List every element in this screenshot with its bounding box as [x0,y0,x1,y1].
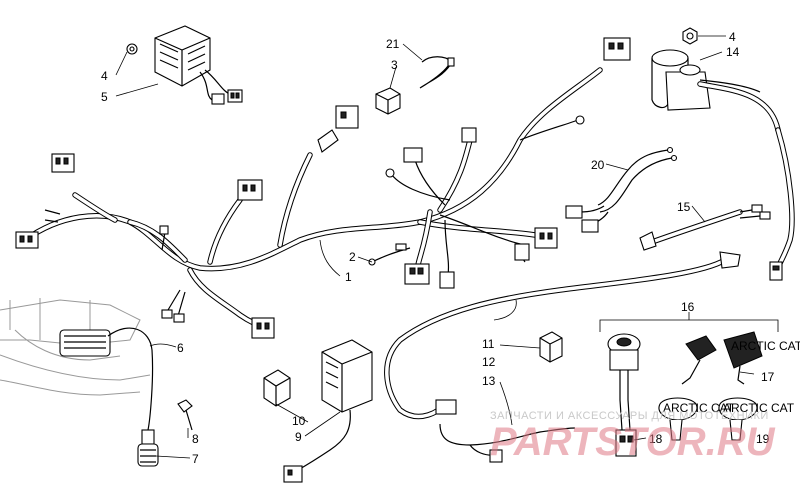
nut-part-4-left [126,43,138,55]
long-wire-harness [384,251,741,420]
callout-14: 14 [726,45,740,59]
watermark-brand: PARTSTOR.RU [490,420,776,464]
callout-15: 15 [677,200,691,214]
callout-4-left: 4 [101,69,108,83]
key-part-18-tag [658,397,698,441]
wire-harness-part-15 [639,204,771,251]
leader-lines [115,35,755,459]
engine-area-sketch [0,298,151,396]
bolt-part-8 [177,399,193,431]
ground-wire-part-2 [368,243,411,266]
bracket-part-16 [599,319,779,332]
callout-18: 18 [649,432,663,446]
callout-5: 5 [101,90,108,104]
key-part-17 [681,331,763,385]
callout-17: 17 [761,370,775,384]
wire-harness-part-20 [565,146,678,233]
callout-7: 7 [192,452,199,466]
voltage-regulator-part-5 [154,25,243,105]
callout-9: 9 [295,430,302,444]
wire-harness-part-13 [439,423,576,463]
callout-11: 11 [482,337,495,351]
sensor-part-6 [107,327,159,467]
callout-19: 19 [756,432,770,446]
cdi-module-part-9 [283,339,373,483]
callout-13: 13 [482,374,496,388]
callout-6: 6 [177,341,184,355]
callout-1: 1 [345,270,352,284]
main-wiring-harness-part-1 [15,37,631,339]
callout-2: 2 [349,250,356,264]
callout-20: 20 [591,158,605,172]
callout-21: 21 [386,37,400,51]
ignition-switch-part-18 [607,333,641,457]
callout-16: 16 [681,300,695,314]
callout-4-right: 4 [729,30,736,44]
relay-part-10 [263,369,291,407]
callout-12: 12 [482,355,496,369]
relay-part-3 [375,87,401,115]
callout-10: 10 [292,414,306,428]
key-logo-18: ARCTIC CAT [663,401,735,415]
nut-part-4-right [682,27,698,45]
callout-8: 8 [192,432,199,446]
key-logo-19: ARCTIC CAT [723,401,795,415]
cable-clamp-part-21 [419,56,455,89]
ignition-switch-part-14 [651,49,795,281]
key-part-19-tag [718,397,758,441]
watermark-subtitle: ЗАПЧАСТИ И АКСЕССУАРЫ ДЛЯ МОТОТЕХНИКИ [490,410,769,422]
key-logo-17: ARCTIC CAT [731,339,800,353]
callout-3: 3 [391,58,398,72]
relay-part-12 [539,331,563,363]
